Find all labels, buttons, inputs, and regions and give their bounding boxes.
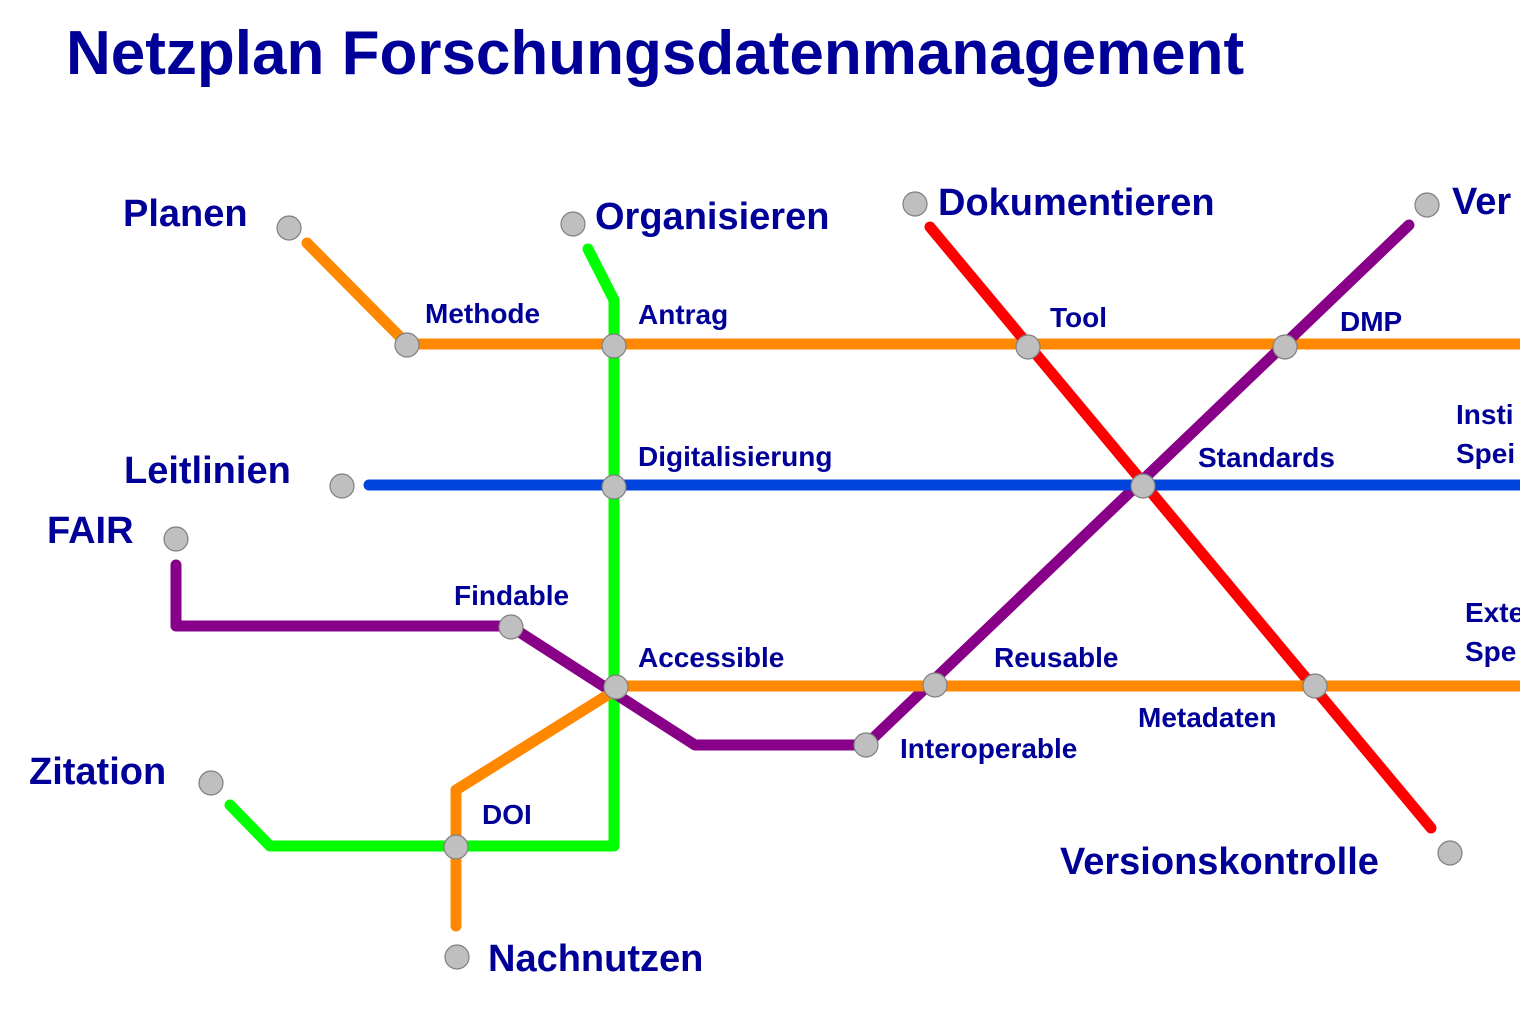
- station-doi-label: DOI: [482, 799, 532, 830]
- line-nachnutzen-orange: [450, 685, 620, 932]
- terminal-dokumentieren-label: Dokumentieren: [938, 182, 1215, 224]
- terminal-fair-label: FAIR: [47, 510, 134, 552]
- line-dokumentieren-red: [924, 221, 1437, 834]
- station-metadaten-label: Metadaten: [1138, 702, 1276, 733]
- station-insti-label-line2: Spei: [1456, 438, 1515, 469]
- terminal-dokumentieren-station[interactable]: [902, 191, 928, 217]
- terminal-planen-label: Planen: [123, 193, 248, 235]
- station-layer: [163, 191, 1463, 970]
- terminal-organisieren-station[interactable]: [560, 211, 586, 237]
- terminal-organisieren-label: Organisieren: [595, 196, 829, 238]
- station-exte-label-line2: Spe: [1465, 636, 1516, 667]
- station-tool[interactable]: [1015, 334, 1041, 360]
- terminal-fair-station[interactable]: [163, 526, 189, 552]
- station-findable[interactable]: [498, 614, 524, 640]
- terminal-ver-station[interactable]: [1414, 192, 1440, 218]
- terminal-versionskontrolle-station[interactable]: [1437, 840, 1463, 866]
- station-metadaten[interactable]: [1302, 673, 1328, 699]
- station-doi[interactable]: [443, 834, 469, 860]
- station-dmp-label: DMP: [1340, 306, 1402, 337]
- station-standards-label: Standards: [1198, 442, 1335, 473]
- station-antrag-label: Antrag: [638, 299, 728, 330]
- station-reusable-label: Reusable: [994, 642, 1119, 673]
- station-antrag[interactable]: [601, 333, 627, 359]
- station-digitalisierung-label: Digitalisierung: [638, 441, 832, 472]
- page-title: Netzplan Forschungsdatenmanagement: [66, 19, 1244, 88]
- station-interoperable[interactable]: [853, 732, 879, 758]
- terminal-zitation-station[interactable]: [198, 770, 224, 796]
- station-methode[interactable]: [394, 332, 420, 358]
- terminal-nachnutzen-station[interactable]: [444, 944, 470, 970]
- terminal-leitlinien-station[interactable]: [329, 473, 355, 499]
- station-insti-label-line1: Insti: [1456, 399, 1514, 430]
- station-methode-label: Methode: [425, 298, 540, 329]
- station-findable-label: Findable: [454, 580, 569, 611]
- terminal-versionskontrolle-label: Versionskontrolle: [1060, 841, 1379, 883]
- station-reusable[interactable]: [922, 672, 948, 698]
- terminal-planen-station[interactable]: [276, 215, 302, 241]
- line-organisieren-green: [224, 243, 620, 852]
- station-interoperable-label: Interoperable: [900, 733, 1077, 764]
- terminal-ver-label: Ver: [1452, 181, 1511, 223]
- terminal-nachnutzen-label: Nachnutzen: [488, 938, 703, 980]
- station-accessible[interactable]: [603, 674, 629, 700]
- terminal-leitlinien-label: Leitlinien: [124, 450, 291, 492]
- terminal-zitation-label: Zitation: [29, 751, 166, 793]
- line-layer: [170, 219, 1520, 932]
- station-accessible-label: Accessible: [638, 642, 784, 673]
- station-standards[interactable]: [1130, 473, 1156, 499]
- station-exte-label-line1: Exte: [1465, 597, 1520, 628]
- station-labels: Methode Antrag Tool DMP Digitalisierung …: [425, 298, 1520, 830]
- terminal-labels: Planen Organisieren Dokumentieren Ver Le…: [29, 181, 1511, 980]
- station-tool-label: Tool: [1050, 302, 1107, 333]
- station-digitalisierung[interactable]: [601, 474, 627, 500]
- station-dmp[interactable]: [1272, 334, 1298, 360]
